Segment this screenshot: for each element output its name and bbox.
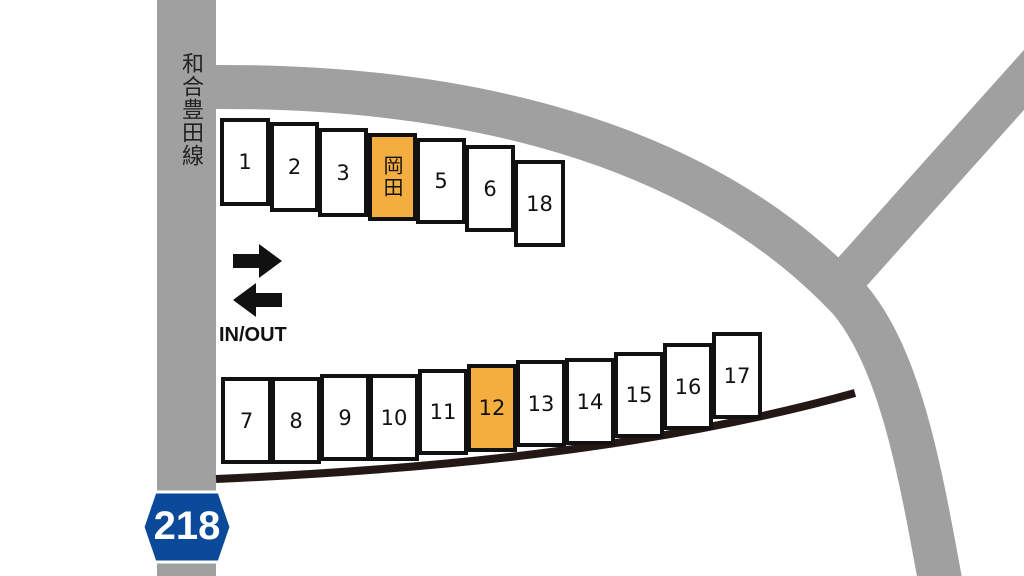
parking-stall: 3 xyxy=(318,128,368,217)
parking-stall: 10 xyxy=(369,374,419,461)
parking-stall: 11 xyxy=(418,369,468,455)
stall-label: 8 xyxy=(289,408,303,433)
parking-stall: 17 xyxy=(712,332,762,419)
stall-label: 3 xyxy=(336,160,350,185)
stall-label: 1 xyxy=(238,150,252,174)
parking-stall: 2 xyxy=(270,122,319,212)
parking-stall: 14 xyxy=(565,358,615,445)
arrow-left-icon xyxy=(233,283,282,317)
lot-boundary-line xyxy=(215,389,857,483)
stall-label: 15 xyxy=(625,383,653,407)
road-wago-toyota xyxy=(157,0,216,576)
road-name-label: 和合豊田線 xyxy=(178,52,203,167)
stall-label: 17 xyxy=(723,363,751,388)
route-sign-icon xyxy=(141,490,233,564)
stall-label: 岡田 xyxy=(380,155,404,199)
parking-stall: 岡田 xyxy=(368,133,417,221)
parking-stall: 7 xyxy=(221,377,272,464)
parking-stall: 6 xyxy=(465,145,515,232)
parking-stall: 18 xyxy=(514,160,565,247)
parking-stall: 1 xyxy=(220,118,270,206)
parking-stall: 5 xyxy=(416,138,466,224)
parking-stall: 13 xyxy=(516,360,566,447)
parking-stall: 12 xyxy=(467,364,517,452)
parking-stall: 8 xyxy=(271,377,321,464)
road-diagonal xyxy=(830,49,1024,294)
parking-stall: 16 xyxy=(663,343,713,430)
parking-stall: 15 xyxy=(614,352,664,438)
stall-label: 18 xyxy=(526,191,553,216)
entrance-label: IN/OUT xyxy=(219,324,287,346)
stall-label: 11 xyxy=(429,400,457,424)
parking-stall: 9 xyxy=(320,374,370,461)
stall-label: 9 xyxy=(338,405,352,430)
stall-label: 16 xyxy=(674,374,702,399)
stall-label: 13 xyxy=(527,391,555,416)
stall-label: 6 xyxy=(483,176,497,201)
route-number: 218 xyxy=(153,504,221,548)
stall-label: 2 xyxy=(287,155,302,179)
stall-label: 14 xyxy=(576,389,604,414)
stall-label: 10 xyxy=(380,405,408,430)
stall-label: 5 xyxy=(434,169,448,193)
arrow-right-icon xyxy=(233,244,282,278)
stall-label: 12 xyxy=(478,396,506,420)
stall-label: 7 xyxy=(239,408,254,433)
road-curve-top xyxy=(209,64,962,576)
